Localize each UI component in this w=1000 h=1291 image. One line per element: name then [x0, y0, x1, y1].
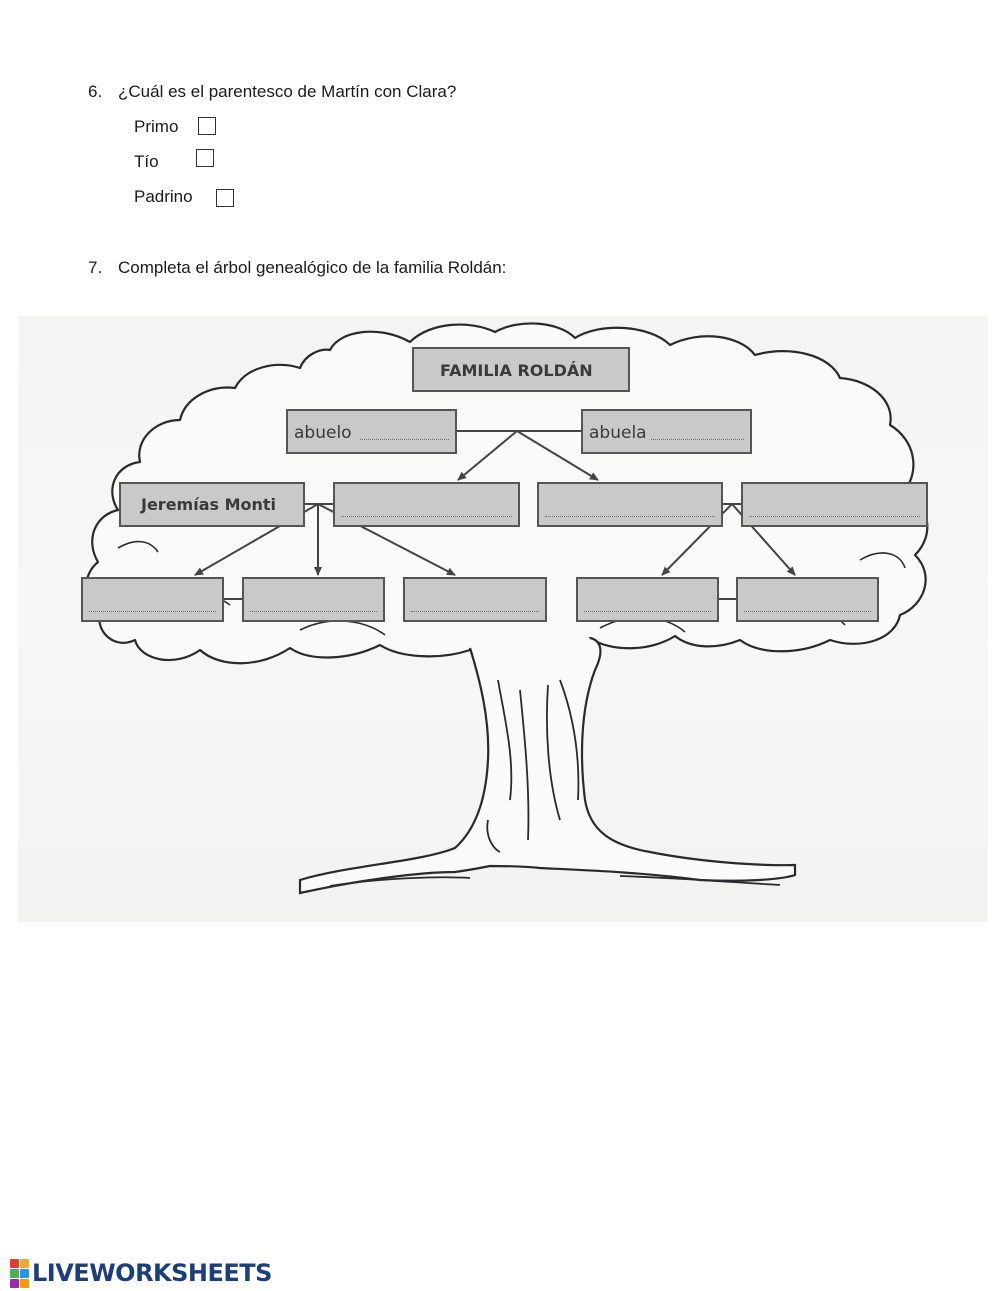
option-primo-checkbox[interactable] — [198, 117, 216, 135]
grandmother-label: abuela — [589, 423, 647, 443]
option-primo-label: Primo — [134, 117, 179, 136]
parent-box-4[interactable] — [741, 482, 928, 527]
family-title: FAMILIA ROLDÁN — [440, 361, 593, 380]
parent-jeremias-label: Jeremías Monti — [141, 495, 277, 514]
family-title-box: FAMILIA ROLDÁN — [412, 347, 630, 392]
child-box-3[interactable] — [403, 577, 547, 622]
option-tio-checkbox[interactable] — [196, 149, 214, 167]
question-7: 7. Completa el árbol genealógico de la fa… — [88, 258, 506, 278]
parent-box-3[interactable] — [537, 482, 723, 527]
question-7-number: 7. — [88, 258, 103, 277]
question-7-text: Completa el árbol genealógico de la fami… — [118, 258, 507, 277]
question-6-number: 6. — [88, 82, 103, 101]
question-6: 6. ¿Cuál es el parentesco de Martín con C… — [88, 82, 456, 102]
tree-trunk-outline — [298, 636, 797, 895]
child-box-2[interactable] — [242, 577, 385, 622]
parent-box-2[interactable] — [333, 482, 520, 527]
option-tio-label: Tío — [134, 152, 159, 171]
grandfather-box[interactable]: abuelo — [286, 409, 457, 454]
child-box-5[interactable] — [736, 577, 879, 622]
liveworksheets-logo-icon — [10, 1258, 29, 1288]
liveworksheets-logo: LIVEWORKSHEETS — [10, 1258, 272, 1288]
child-box-1[interactable] — [81, 577, 224, 622]
parent-box-jeremias: Jeremías Monti — [119, 482, 305, 527]
option-padrino-label: Padrino — [134, 187, 193, 206]
child-box-4[interactable] — [576, 577, 719, 622]
grandmother-box[interactable]: abuela — [581, 409, 752, 454]
grandfather-label: abuelo — [294, 423, 352, 443]
option-padrino-checkbox[interactable] — [216, 189, 234, 207]
liveworksheets-brand: LIVEWORKSHEETS — [32, 1259, 272, 1287]
question-6-text: ¿Cuál es el parentesco de Martín con Cla… — [118, 82, 457, 101]
